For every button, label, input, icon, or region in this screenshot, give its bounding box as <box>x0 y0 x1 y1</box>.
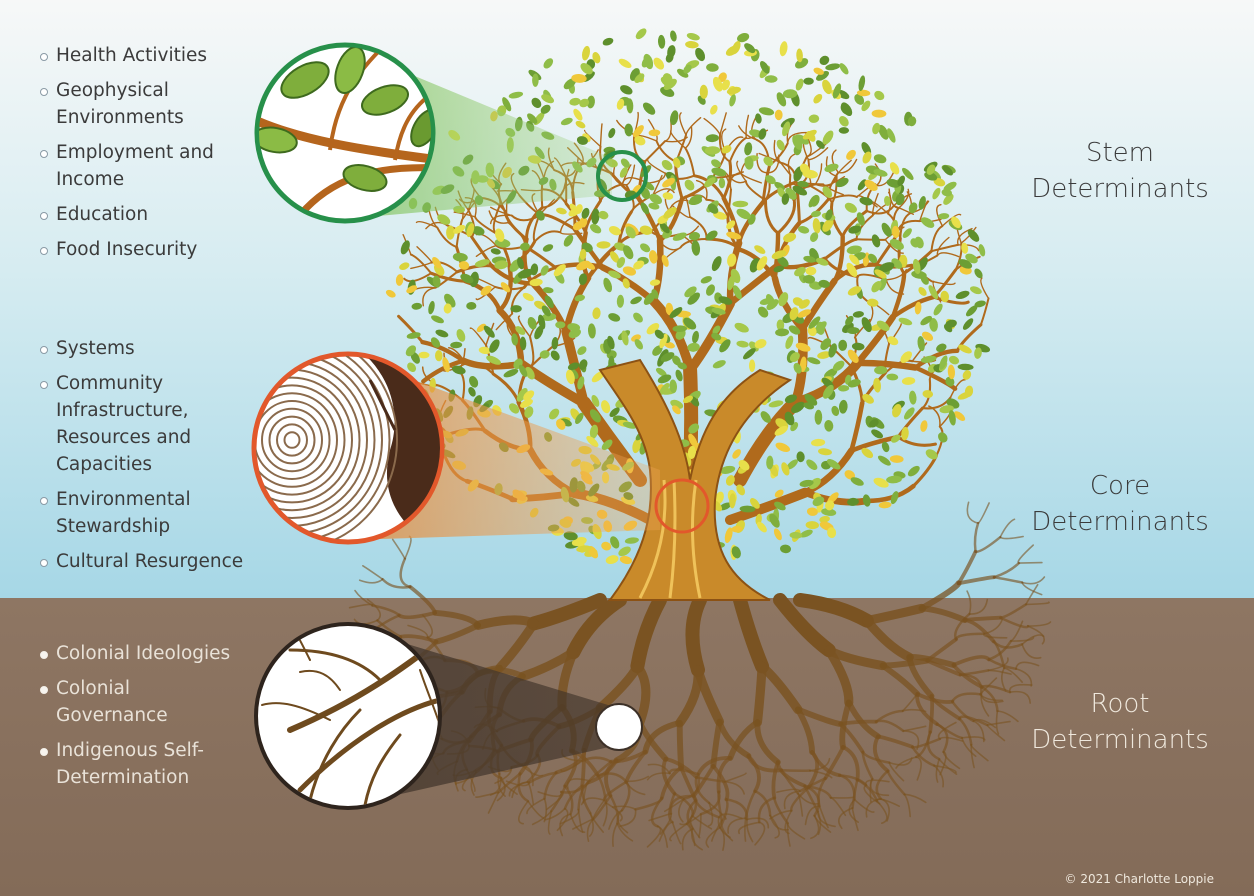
root-zoom-icon <box>256 624 440 808</box>
core-item: Systems <box>36 335 256 362</box>
copyright-credit: © 2021 Charlotte Loppie <box>1065 872 1215 886</box>
core-determinants-heading: Core Determinants <box>1015 468 1225 540</box>
stem-item: Education <box>36 201 236 228</box>
root-determinants-list: Colonial Ideologies Colonial Governance … <box>36 640 246 799</box>
stem-item: Geophysical Environments <box>36 77 236 131</box>
root-heading-line1: Root <box>1015 686 1225 722</box>
core-item: Community Infrastructure, Resources and … <box>36 370 256 478</box>
core-heading-line2: Determinants <box>1015 504 1225 540</box>
root-item: Indigenous Self-Determination <box>36 737 246 791</box>
root-item: Colonial Governance <box>36 675 246 729</box>
root-determinants-heading: Root Determinants <box>1015 686 1225 758</box>
stem-item: Employment and Income <box>36 139 236 193</box>
core-item: Cultural Resurgence <box>36 548 256 575</box>
stem-determinants-heading: Stem Determinants <box>1015 135 1225 207</box>
stem-determinants-list: Health Activities Geophysical Environmen… <box>36 42 236 271</box>
stem-heading-line2: Determinants <box>1015 171 1225 207</box>
stem-heading-line1: Stem <box>1015 135 1225 171</box>
root-heading-line2: Determinants <box>1015 722 1225 758</box>
core-determinants-list: Systems Community Infrastructure, Resour… <box>36 335 256 583</box>
core-heading-line1: Core <box>1015 468 1225 504</box>
core-item: Environmental Stewardship <box>36 486 256 540</box>
stem-item: Food Insecurity <box>36 236 236 263</box>
root-focus-ring <box>596 704 642 750</box>
stem-item: Health Activities <box>36 42 236 69</box>
root-item: Colonial Ideologies <box>36 640 246 667</box>
